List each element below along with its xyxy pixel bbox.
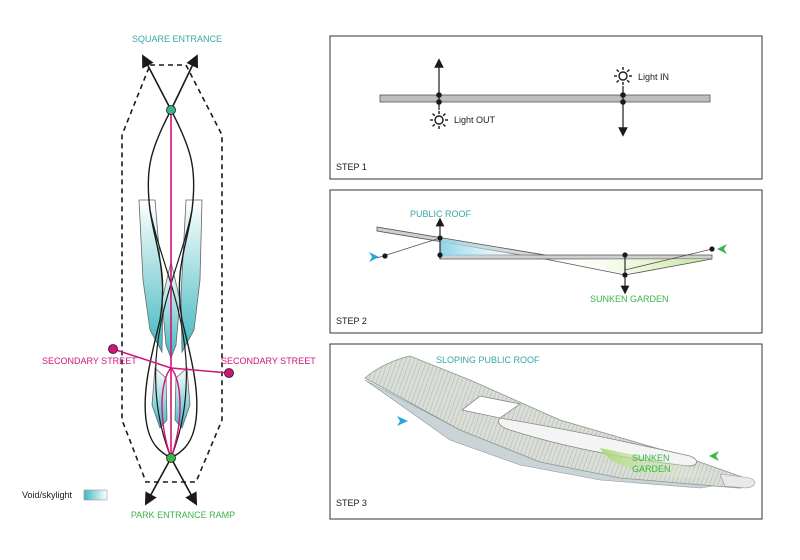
light-out-node-top (436, 92, 442, 98)
sun-icon (614, 67, 632, 85)
step1-panel: Light IN Light OUT STEP 1 (329, 35, 763, 180)
park-entrance-node (166, 453, 176, 463)
light-in-node-top (620, 92, 626, 98)
green-arrow-icon (717, 244, 727, 254)
circulation-lower-left (161, 367, 172, 459)
step2-garden-fill (545, 259, 712, 275)
step2-void-fill (440, 238, 545, 256)
flow-line-right (624, 248, 713, 271)
top-arrow-left (142, 54, 172, 111)
secondary-street-node-right (224, 368, 234, 378)
blue-arrow-icon (397, 416, 408, 426)
site-plan: SQUARE ENTRANCE PARK ENTRANCE RAMP SECON… (22, 34, 316, 520)
secondary-street-label-right: SECONDARY STREET (221, 356, 316, 366)
bottom-arrow-left (144, 457, 172, 506)
plan-inner-curve-b (155, 209, 193, 459)
flow-line-left (376, 237, 441, 259)
step3-title: STEP 3 (336, 498, 367, 508)
step2-node (622, 272, 628, 278)
step2-node (382, 253, 388, 259)
roof-opening-upper (461, 395, 521, 419)
light-out-label: Light OUT (454, 115, 496, 125)
step3-panel: SLOPING PUBLIC ROOF SUNKEN GARDEN STEP 3 (329, 343, 763, 520)
green-arrow-icon (709, 451, 719, 461)
step2-panel: PUBLIC ROOF SUNKEN GARDEN STEP 2 (329, 189, 763, 334)
roof-opening-channel (498, 417, 697, 467)
step1-slab (379, 94, 711, 103)
public-roof-label: PUBLIC ROOF (410, 209, 472, 219)
sunken-garden-label: SUNKEN GARDEN (590, 294, 669, 304)
sunken-garden-fill (600, 448, 720, 478)
bottom-arrow-right (170, 457, 198, 506)
step2-node (622, 252, 628, 258)
secondary-street-label-left: SECONDARY STREET (42, 356, 137, 366)
sunken-garden-label-line1: SUNKEN (632, 453, 670, 463)
square-entrance-label: SQUARE ENTRANCE (132, 34, 222, 44)
step1-frame (329, 35, 763, 180)
sunken-garden-label-line2: GARDEN (632, 464, 671, 474)
circulation-left-branch (112, 348, 172, 369)
top-arrow-right (170, 54, 199, 111)
step2-node (437, 252, 443, 258)
square-entrance-node (166, 105, 176, 115)
light-in-label: Light IN (638, 72, 669, 82)
step2-node (437, 235, 443, 241)
secondary-street-node-left (108, 344, 118, 354)
roof-tip (719, 473, 756, 489)
circulation-right-branch (170, 367, 230, 374)
plan-inner-curve-a (149, 209, 187, 459)
step2-title: STEP 2 (336, 316, 367, 326)
step2-node (709, 246, 715, 252)
legend-label: Void/skylight (22, 490, 73, 500)
circulation-lower-right (170, 367, 181, 459)
light-in-node-bottom (620, 99, 626, 105)
step1-title: STEP 1 (336, 162, 367, 172)
light-out-node-bottom (436, 99, 442, 105)
park-entrance-label: PARK ENTRANCE RAMP (131, 510, 235, 520)
blue-arrow-icon (369, 252, 379, 262)
sloping-roof-label: SLOPING PUBLIC ROOF (436, 355, 540, 365)
sun-icon (430, 111, 448, 129)
legend-swatch (83, 489, 108, 501)
